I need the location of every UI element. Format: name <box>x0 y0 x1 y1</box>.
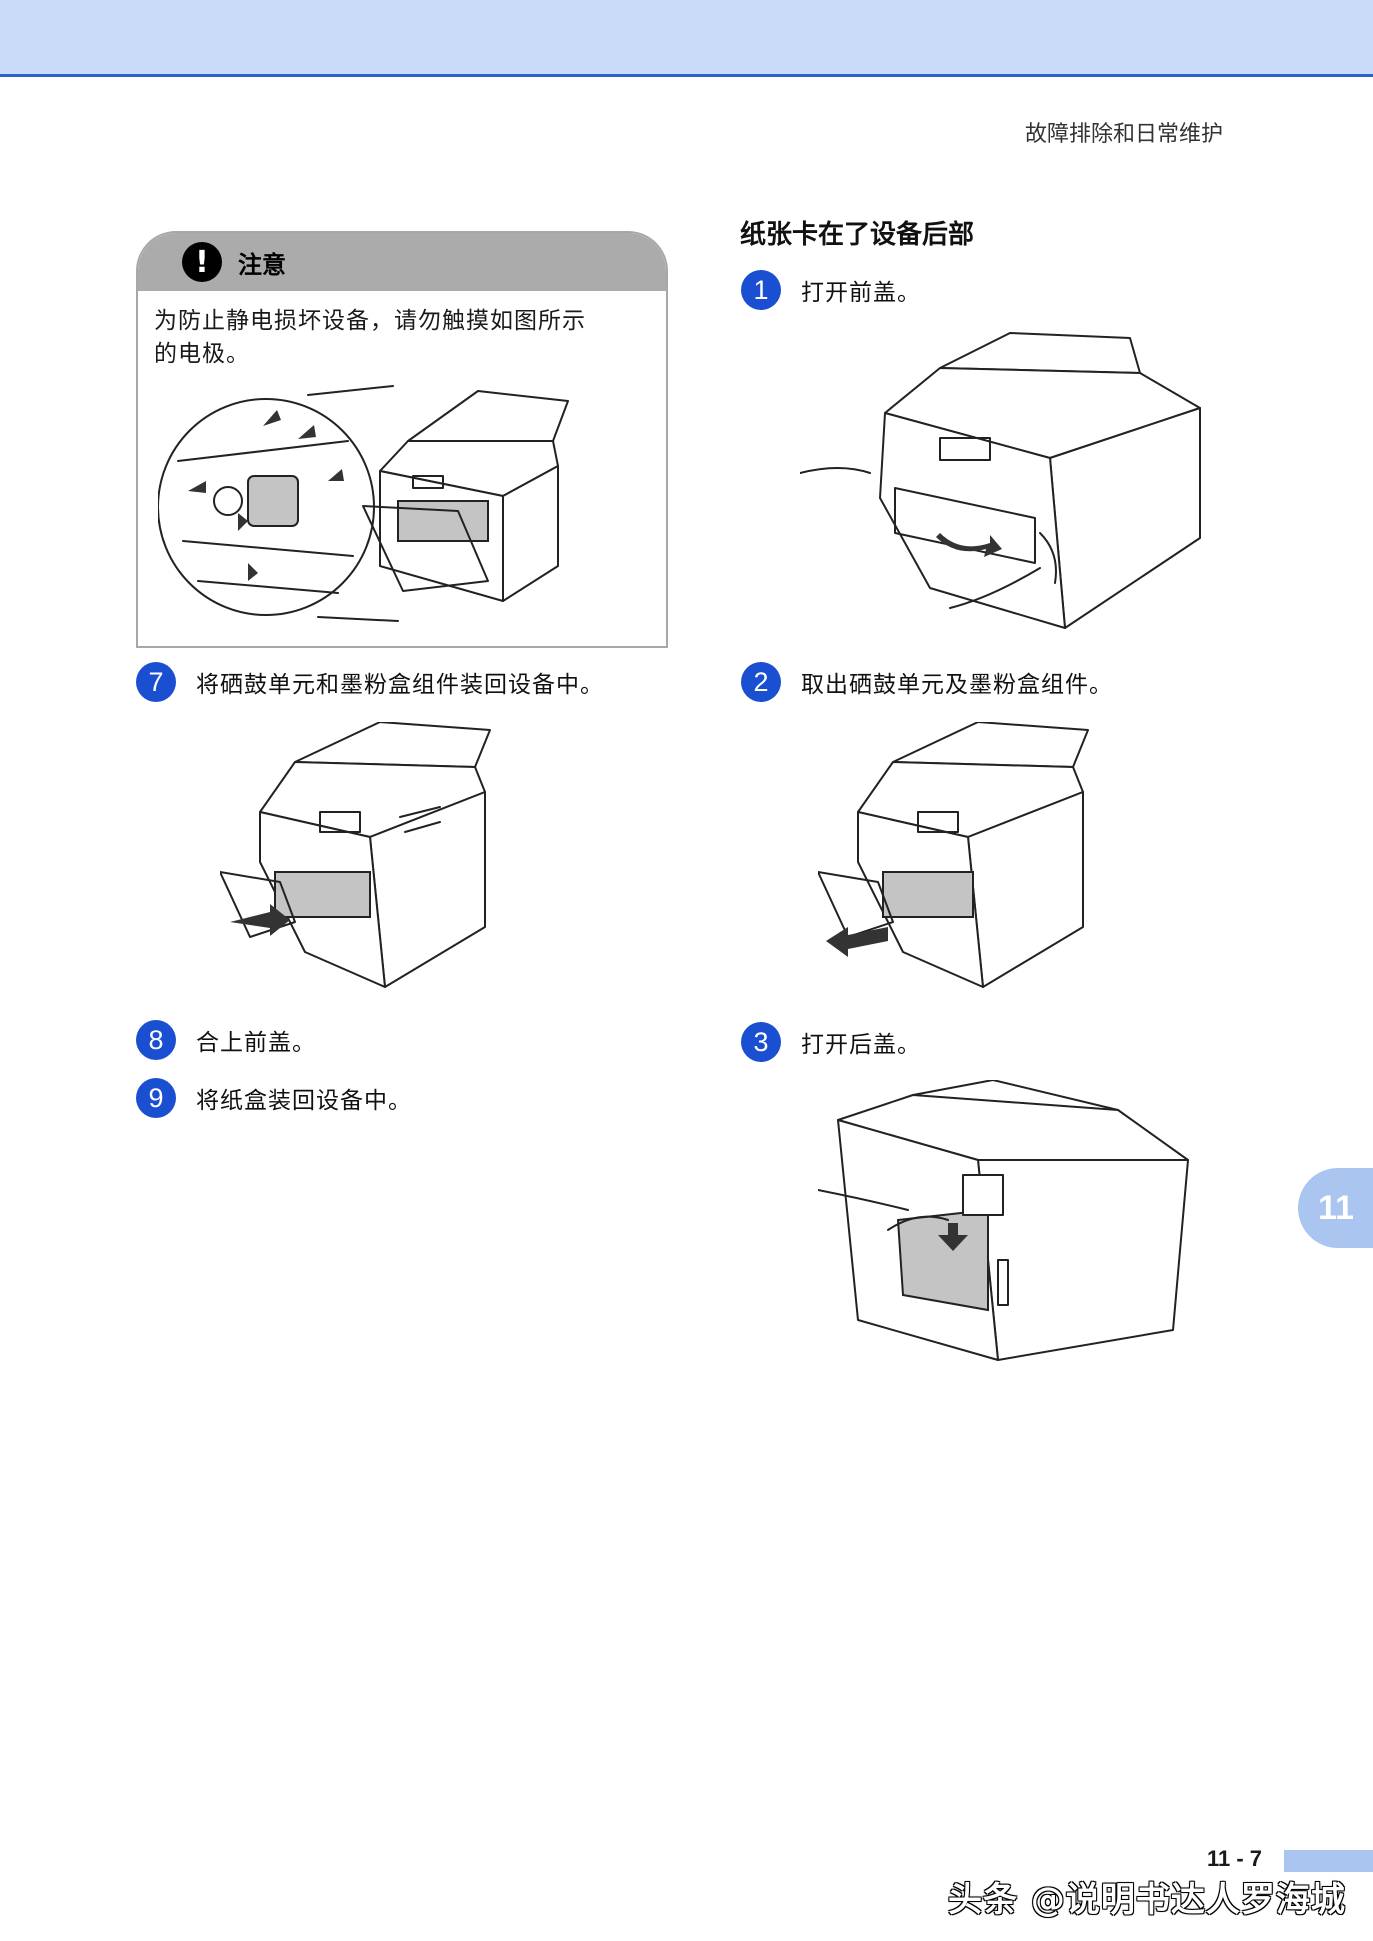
step-number-badge: 8 <box>136 1020 176 1060</box>
step-text: 打开后盖。 <box>801 1032 921 1058</box>
electrode-illustration <box>158 385 569 622</box>
step-7: 7 将硒鼓单元和墨粉盒组件装回设备中。 <box>136 662 604 702</box>
install-drum-illustration <box>220 722 491 988</box>
caution-title: 注意 <box>238 250 286 279</box>
step-text: 将硒鼓单元和墨粉盒组件装回设备中。 <box>196 672 604 698</box>
step-number-badge: 1 <box>741 270 781 310</box>
open-front-cover-illustration <box>800 332 1201 629</box>
step-2: 2 取出硒鼓单元及墨粉盒组件。 <box>741 662 1113 702</box>
remove-drum-illustration <box>818 722 1089 988</box>
step-3: 3 打开后盖。 <box>741 1022 921 1062</box>
step-number-badge: 9 <box>136 1078 176 1118</box>
step-text: 取出硒鼓单元及墨粉盒组件。 <box>801 672 1113 698</box>
open-back-cover-illustration <box>818 1080 1189 1361</box>
step-1: 1 打开前盖。 <box>741 270 921 310</box>
step-number-badge: 2 <box>741 662 781 702</box>
step-9: 9 将纸盒装回设备中。 <box>136 1078 412 1118</box>
exclamation-icon: ! <box>182 242 222 282</box>
caution-text-line: 的电极。 <box>154 341 250 367</box>
running-header: 故障排除和日常维护 <box>1024 122 1223 147</box>
caution-box: ! 注意 为防止静电损坏设备，请勿触摸如图所示 的电极。 <box>136 231 668 648</box>
header-band <box>0 0 1373 77</box>
step-text: 将纸盒装回设备中。 <box>196 1088 412 1114</box>
step-text: 合上前盖。 <box>196 1030 316 1056</box>
caution-text: 为防止静电损坏设备，请勿触摸如图所示 的电极。 <box>138 291 666 371</box>
chapter-tab[interactable]: 11 <box>1298 1168 1373 1248</box>
footer-band <box>1284 1850 1373 1872</box>
step-number-badge: 7 <box>136 662 176 702</box>
caution-text-line: 为防止静电损坏设备，请勿触摸如图所示 <box>154 308 586 334</box>
step-number-badge: 3 <box>741 1022 781 1062</box>
watermark: 头条 @说明书达人罗海城 <box>948 1880 1346 1920</box>
step-text: 打开前盖。 <box>801 280 921 306</box>
section-title: 纸张卡在了设备后部 <box>740 220 975 250</box>
caution-header: ! 注意 <box>138 233 666 291</box>
step-8: 8 合上前盖。 <box>136 1020 316 1060</box>
page-number: 11 - 7 <box>1207 1846 1263 1871</box>
